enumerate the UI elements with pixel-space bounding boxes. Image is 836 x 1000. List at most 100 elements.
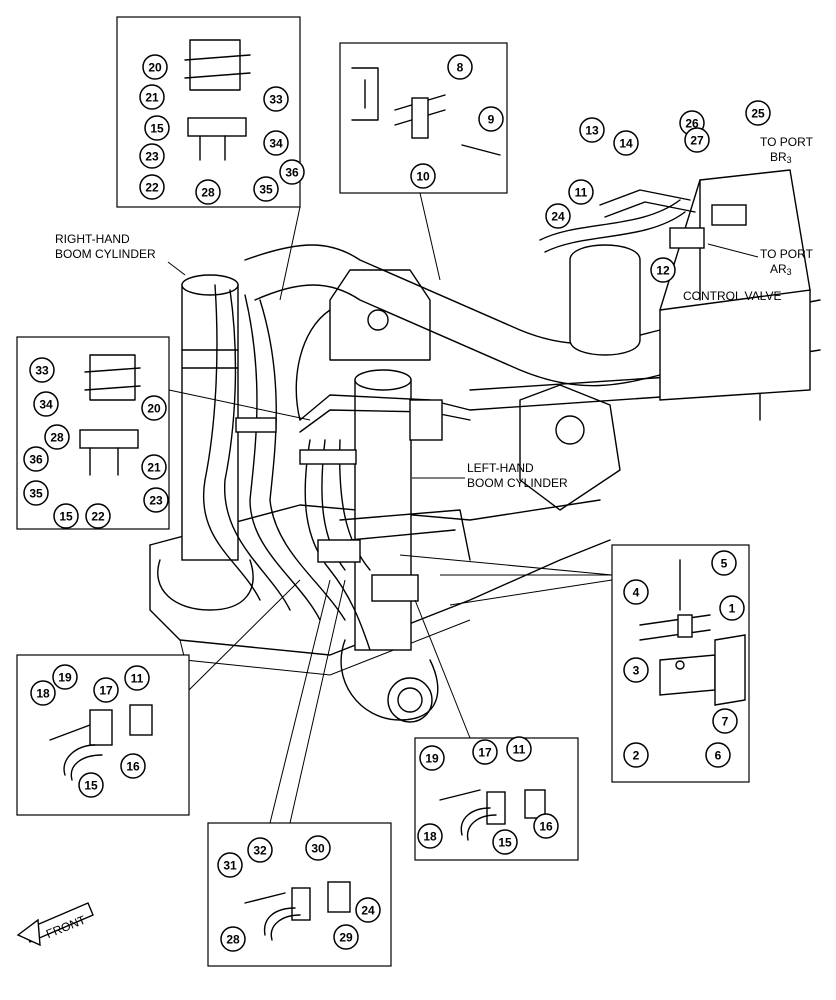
callout-number: 19	[58, 671, 72, 685]
callout-circle	[141, 454, 167, 480]
callout-number: 2	[633, 749, 640, 763]
callout-number: 18	[36, 687, 50, 701]
to-port-br-label-1: TO PORT	[760, 135, 814, 149]
callout-circle	[650, 257, 676, 283]
callout-number: 27	[690, 134, 704, 148]
callout-7: 7	[712, 708, 738, 734]
callout-circle	[247, 837, 273, 863]
callout-15: 15	[144, 115, 170, 141]
callout-circle	[23, 480, 49, 506]
callout-21: 21	[139, 84, 165, 110]
callout-number: 25	[751, 107, 765, 121]
machine-illustration	[149, 169, 821, 723]
front-arrow: FRONT	[16, 902, 94, 947]
callout-33: 33	[29, 357, 55, 383]
callout-circle	[719, 595, 745, 621]
callout-number: 35	[29, 487, 43, 501]
callout-number: 20	[147, 402, 161, 416]
callout-circle	[93, 677, 119, 703]
callout-number: 15	[84, 779, 98, 793]
callout-22: 22	[85, 503, 111, 529]
callout-circle	[623, 657, 649, 683]
callout-circle	[711, 550, 737, 576]
callout-29: 29	[333, 924, 359, 950]
callout-number: 5	[721, 557, 728, 571]
callout-number: 33	[35, 364, 49, 378]
callout-circle	[623, 742, 649, 768]
callout-34: 34	[33, 391, 59, 417]
callout-18: 18	[417, 823, 443, 849]
callout-number: 7	[722, 715, 729, 729]
callout-number: 34	[269, 137, 283, 151]
callout-circle	[333, 924, 359, 950]
callout-19: 19	[419, 745, 445, 771]
callout-number: 16	[539, 820, 553, 834]
callout-number: 15	[59, 510, 73, 524]
callout-9: 9	[478, 106, 504, 132]
callout-circle	[30, 680, 56, 706]
to-port-ar-label-1: TO PORT	[760, 247, 814, 261]
callout-circle	[220, 926, 246, 952]
callout-14: 14	[613, 130, 639, 156]
callout-number: 13	[585, 124, 599, 138]
left-cylinder-label-2: BOOM CYLINDER	[467, 476, 568, 490]
callout-circle	[52, 664, 78, 690]
callout-number: 35	[259, 183, 273, 197]
callout-34: 34	[263, 130, 289, 156]
callout-number: 23	[145, 150, 159, 164]
callout-circle	[44, 424, 70, 450]
callout-number: 33	[269, 93, 283, 107]
callout-number: 14	[619, 137, 633, 151]
callout-circle	[533, 813, 559, 839]
callout-number: 22	[145, 181, 159, 195]
callout-circle	[142, 54, 168, 80]
callout-15: 15	[78, 772, 104, 798]
callout-circle	[472, 739, 498, 765]
callout-circle	[23, 446, 49, 472]
callout-circle	[419, 745, 445, 771]
callout-circle	[29, 357, 55, 383]
callout-32: 32	[247, 837, 273, 863]
callout-circle	[478, 106, 504, 132]
callout-21: 21	[141, 454, 167, 480]
callout-circle	[141, 395, 167, 421]
callout-28: 28	[195, 179, 221, 205]
callout-20: 20	[142, 54, 168, 80]
callout-24: 24	[355, 897, 381, 923]
callout-number: 29	[339, 931, 353, 945]
callout-circle	[712, 708, 738, 734]
to-port-br-label-2: BR3	[770, 150, 792, 165]
callout-number: 24	[361, 904, 375, 918]
callout-35: 35	[23, 480, 49, 506]
callout-circle	[139, 84, 165, 110]
callout-circle	[253, 176, 279, 202]
callout-number: 4	[633, 586, 640, 600]
left-cylinder-label-1: LEFT-HAND	[467, 461, 534, 475]
callout-18: 18	[30, 680, 56, 706]
callout-number: 10	[416, 170, 430, 184]
callout-19: 19	[52, 664, 78, 690]
callout-22: 22	[139, 174, 165, 200]
callout-number: 15	[150, 122, 164, 136]
callout-13: 13	[579, 117, 605, 143]
callout-number: 19	[425, 752, 439, 766]
callout-36: 36	[279, 159, 305, 185]
callout-circle	[53, 503, 79, 529]
callout-circle	[144, 115, 170, 141]
callout-30: 30	[305, 835, 331, 861]
callout-circle	[705, 742, 731, 768]
callout-28: 28	[220, 926, 246, 952]
callout-28: 28	[44, 424, 70, 450]
callout-number: 17	[478, 746, 492, 760]
callout-25: 25	[745, 100, 771, 126]
callout-circle	[684, 127, 710, 153]
callout-circle	[139, 143, 165, 169]
callout-circle	[545, 203, 571, 229]
callout-circle	[579, 117, 605, 143]
callout-number: 21	[145, 91, 159, 105]
callout-circle	[410, 163, 436, 189]
callout-circle	[139, 174, 165, 200]
callout-number: 21	[147, 461, 161, 475]
callout-11: 11	[506, 736, 532, 762]
